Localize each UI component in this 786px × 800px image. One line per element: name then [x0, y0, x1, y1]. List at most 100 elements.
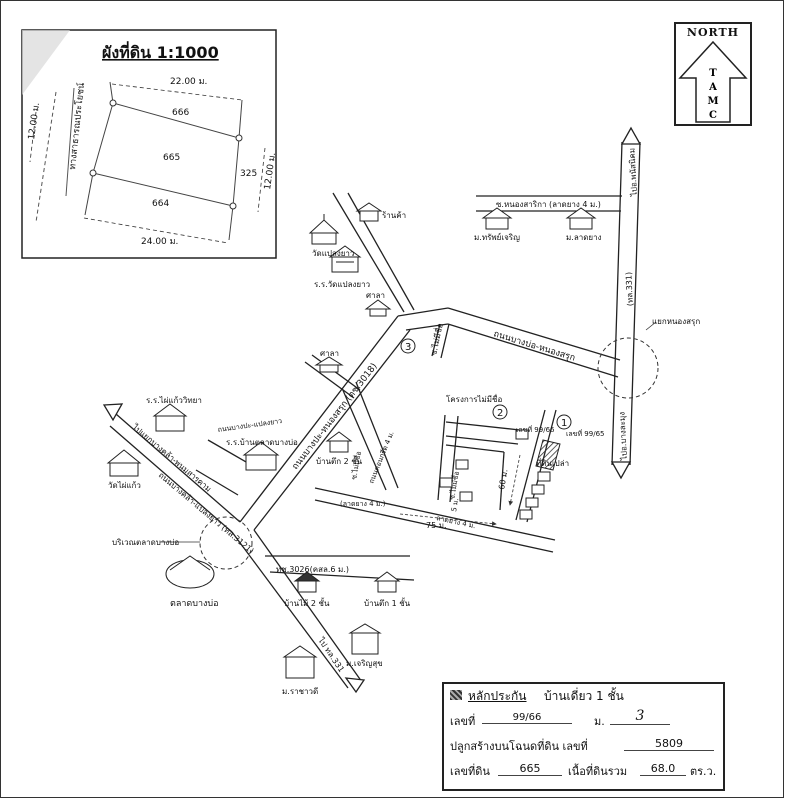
- hatch-legend-icon: [450, 690, 462, 700]
- house-icon: [439, 477, 453, 488]
- marker-1-label: 1: [561, 418, 567, 429]
- label-school-ban: ร.ร.บ้านตลาดบางบ่อ: [226, 438, 298, 447]
- hwy-331-edge-right: [629, 141, 641, 466]
- road-3121-edge: [115, 413, 241, 523]
- label-lat-4m-a: (ลาดยาง 4 ม.): [340, 500, 386, 508]
- road-north-edge: [332, 192, 405, 313]
- hwy-331-arrow-bottom: [610, 461, 632, 480]
- project-road-edge: [445, 444, 505, 453]
- house-icon: [519, 509, 533, 520]
- project-road-edge: [437, 414, 446, 501]
- label-sala-top: ศาลา: [366, 291, 385, 300]
- marker-2-label: 2: [497, 408, 503, 419]
- parcel-line: [84, 172, 94, 216]
- temple-icon: [106, 449, 142, 477]
- dim-top-label: 22.00 ม.: [170, 77, 207, 87]
- label-soi-nongsathip: ซ.หนองสาริกา (ลาดยาง 4 ม.): [496, 200, 601, 209]
- label-road-3026: ทช.3026(คสล.6 ม.): [276, 565, 349, 574]
- road-nongsarak-edge: [447, 307, 621, 361]
- parcel-corner: [235, 134, 243, 142]
- leader-line: [645, 321, 657, 331]
- label-to-chonburi: ไปอ.พนัสนิคม: [627, 148, 639, 198]
- label-market: ตลาดบางบ่อ: [170, 599, 219, 609]
- dim-60-line: [508, 454, 521, 506]
- label-house-no1: เลขที่ 99/66: [516, 425, 555, 434]
- label-market-area: บริเวณตลาดบางบ่อ: [112, 538, 179, 547]
- plot-plan-title: ผังที่ดิน 1:1000: [102, 41, 219, 62]
- road-3018-edge: [239, 315, 399, 523]
- house-no-label: เลขที่: [450, 715, 476, 728]
- road-331-bottom-edge: [253, 529, 363, 683]
- deed-no-value: 5809: [624, 737, 714, 751]
- label-d5: 5 ม.: [450, 498, 460, 513]
- north-arrow-box: NORTH T A M C: [674, 22, 752, 126]
- local-road-edge: [341, 387, 387, 491]
- parcel-corner: [89, 169, 97, 177]
- land-no-label: เลขที่ดิน: [450, 765, 490, 778]
- house-no-value: 99/66: [482, 712, 572, 724]
- north-label: NORTH: [686, 26, 740, 39]
- dim-75-line: [399, 513, 497, 526]
- road-nongsarak-edge: [405, 323, 449, 331]
- road-3018-edge: [253, 329, 411, 531]
- scan-shadow: [22, 30, 70, 95]
- collateral-info-box: หลักประกัน บ้านเดี่ยว 1 ชั้น เลขที่ 99/6…: [442, 682, 725, 791]
- local-road-edge: [355, 381, 399, 489]
- road-nongsarak-edge: [447, 323, 619, 378]
- marker-3: [400, 338, 416, 354]
- road-edge-line-2: [65, 87, 75, 197]
- area-value: 68.0: [640, 762, 686, 776]
- sala-icon: [314, 356, 344, 373]
- building-icons: [106, 202, 597, 679]
- parcel-corner: [229, 202, 237, 210]
- moo-label: ม.: [594, 715, 605, 728]
- subject-plot-hatch: [535, 439, 561, 471]
- school-icon: [152, 403, 188, 432]
- market-icon: [165, 555, 215, 589]
- plot-325-label: 325: [240, 169, 257, 179]
- hwy-331-arrow-top: [620, 126, 642, 145]
- marker-2: [492, 404, 508, 420]
- parcel-line: [109, 81, 114, 104]
- label-school-wat: ร.ร.วัดแปลงยาว: [314, 280, 370, 289]
- label-project: โครงการไม่มีชื่อ: [446, 393, 502, 404]
- label-d60: 60 ม.: [497, 469, 509, 491]
- north-arrow-icon: T A M C: [678, 40, 748, 123]
- label-house-2fl-mid: บ้านตึก 2 ชั้น: [316, 455, 363, 466]
- dim-line-bottom: [83, 217, 229, 244]
- dim-bottom-label: 24.00 ม.: [141, 237, 178, 247]
- sala-road-edge: [304, 361, 355, 399]
- plot-664-label: 664: [152, 199, 169, 209]
- townhouse-icon: [282, 645, 318, 679]
- project-road-edge: [499, 451, 505, 511]
- house-icon: [325, 431, 353, 453]
- collateral-type: บ้านเดี่ยว 1 ชั้น: [544, 689, 624, 703]
- collateral-house-row: เลขที่ 99/66 ม. 3: [444, 708, 723, 734]
- school-icon: [328, 245, 362, 273]
- label-wat-phai: วัดไผ่แก้ว: [108, 481, 141, 490]
- soi-3-edge: [431, 323, 441, 357]
- road-edge-line: [35, 91, 57, 223]
- market-area-circle: [199, 516, 253, 570]
- house-icon: [515, 429, 529, 440]
- road-3121-edge: [109, 425, 233, 533]
- letter-a: A: [708, 82, 717, 93]
- label-wat-plang: วัดแปลงยาว: [312, 249, 354, 258]
- label-ban-rachawadee: ม.ราชาวดี: [282, 687, 318, 696]
- road-north-edge: [347, 192, 415, 311]
- project-road-edge: [449, 415, 459, 503]
- lat-road-edge: [314, 487, 556, 541]
- letter-c: C: [709, 110, 717, 121]
- lat-road-edge: [314, 499, 554, 553]
- junction-nongsarak-circle: [597, 337, 659, 399]
- project-road-edge: [445, 435, 519, 445]
- parcel-line: [238, 99, 243, 139]
- road-331-bottom-edge: [231, 531, 349, 689]
- house-icon: [293, 571, 321, 593]
- house-icon: [373, 571, 401, 593]
- land-no-value: 665: [498, 762, 562, 776]
- area-label: เนื้อที่ดินรวม: [568, 765, 628, 778]
- label-hwy-331: (ทล.331): [624, 272, 635, 307]
- plot-plan: ผังที่ดิน 1:1000 22.00 ม. 24.00 ม. 12.00…: [21, 29, 278, 259]
